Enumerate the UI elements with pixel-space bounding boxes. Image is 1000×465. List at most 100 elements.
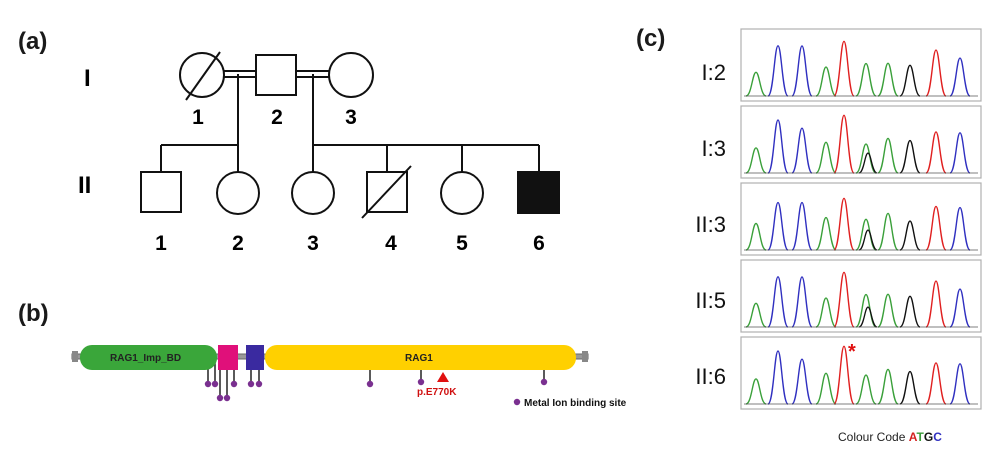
panel-label-a: (a) — [18, 28, 48, 55]
chromatogram-frame — [740, 259, 982, 333]
variant-marker-triangle — [437, 372, 449, 382]
chromatogram-peak — [745, 302, 767, 328]
chromatogram-peak — [949, 206, 971, 251]
chromatogram-frame — [740, 336, 982, 410]
chromatogram-peak — [745, 378, 767, 405]
chromatogram-peak — [899, 220, 921, 251]
pedigree-II6-affected-male — [517, 171, 560, 214]
generation-II-label: II — [78, 172, 91, 199]
chromatogram-panel — [740, 182, 982, 256]
variant-label: p.E770K — [417, 387, 457, 398]
chromatogram-frame — [740, 28, 982, 102]
legend-pin-icon — [513, 398, 521, 406]
chromatogram-frame — [740, 182, 982, 256]
chromatogram-secondary-peak — [858, 306, 878, 328]
chromatogram-peak — [767, 201, 789, 251]
chromatogram-peak — [877, 137, 899, 174]
pedigree-II2-female — [216, 171, 260, 215]
ind-label-II6: 6 — [533, 232, 545, 255]
pedigree-I1-deceased-slash — [185, 51, 221, 101]
chromatogram-panel — [740, 336, 982, 410]
chromatogram-peak — [791, 127, 813, 174]
chromatogram-peak — [855, 374, 877, 405]
chromatogram-peak — [815, 297, 837, 328]
pedigree-II5-female — [440, 171, 484, 215]
chromatogram-peak — [949, 363, 971, 405]
chromatogram-peak — [949, 288, 971, 328]
ind-label-II1: 1 — [155, 232, 167, 255]
mutation-asterisk: * — [848, 341, 856, 363]
chromatogram-peak — [833, 271, 855, 328]
chromatogram-peak — [899, 139, 921, 174]
chromatogram-peak — [815, 66, 837, 97]
chromatogram-peak — [833, 345, 855, 405]
chromatogram-peak — [767, 350, 789, 405]
chromatogram-peak — [925, 280, 947, 328]
chromatogram-peak — [925, 362, 947, 405]
trace-label-II3: II:3 — [695, 212, 726, 237]
chromatogram-peak — [949, 132, 971, 174]
chromatogram-peak — [815, 372, 837, 405]
colour-code-legend: Colour Code ATGC — [838, 430, 942, 444]
panel-label-b: (b) — [18, 300, 49, 327]
chromatogram-peak — [767, 119, 789, 174]
chromatogram-peak — [833, 114, 855, 174]
chromatogram-peak — [899, 64, 921, 97]
trace-label-II5: II:5 — [695, 288, 726, 313]
domain-rag1 — [265, 345, 576, 370]
chromatogram-peak — [815, 216, 837, 251]
domain-rag1-imp-bd — [80, 345, 217, 370]
chromatogram-peak — [767, 276, 789, 328]
chromatogram-peak — [855, 62, 877, 97]
domain-box-magenta — [218, 345, 238, 370]
chromatogram-peak — [833, 40, 855, 97]
colour-code-A: A — [908, 430, 917, 444]
chromatogram-peak — [745, 222, 767, 251]
ind-label-II3: 3 — [307, 232, 319, 255]
trace-label-II6: II:6 — [695, 364, 726, 389]
chromatogram-peak — [815, 141, 837, 174]
pedigree-I1-deceased-female — [179, 52, 225, 98]
ind-label-II4: 4 — [385, 232, 397, 255]
chromatogram-peak — [855, 143, 877, 174]
pedigree-I3-female — [328, 52, 374, 98]
chromatogram-peak — [833, 197, 855, 251]
pedigree-chart: I II 1 2 3 1 2 3 4 5 6 — [78, 51, 560, 255]
chromatogram-peak — [791, 45, 813, 97]
chromatogram-peak — [877, 368, 899, 405]
chromatogram-secondary-peak — [858, 229, 878, 251]
chromatogram-peak — [745, 71, 767, 97]
colour-code-prefix: Colour Code — [838, 430, 909, 444]
pedigree-II1-male — [140, 171, 182, 213]
pedigree-II4-deceased-slash — [361, 165, 412, 219]
colour-code-T: T — [916, 430, 924, 444]
pedigree-I2-male — [255, 54, 297, 96]
generation-I-label: I — [84, 65, 91, 92]
chromatogram-peak — [925, 49, 947, 97]
pedigree-II3-female — [291, 171, 335, 215]
ind-label-I3: 3 — [345, 106, 357, 129]
chromatogram-peak — [791, 276, 813, 328]
legend-label: Metal Ion binding site — [524, 398, 627, 409]
chromatogram-peak — [877, 62, 899, 97]
chromatogram-peak — [899, 295, 921, 328]
chromatogram-peak — [767, 45, 789, 97]
colour-code-C: C — [933, 430, 942, 444]
ind-label-I2: 2 — [271, 106, 283, 129]
domain-rag1-label: RAG1 — [405, 353, 433, 364]
chromatogram-peak — [949, 57, 971, 97]
colour-code-G: G — [923, 430, 934, 444]
panel-label-c: (c) — [636, 25, 666, 52]
trace-label-I2: I:2 — [701, 60, 726, 85]
ind-label-II2: 2 — [232, 232, 244, 255]
chromatogram-panel — [740, 105, 982, 179]
ind-label-II5: 5 — [456, 232, 468, 255]
chromatogram-peak — [877, 212, 899, 251]
chromatogram-traces: * — [740, 28, 982, 410]
chromatogram-peak — [877, 293, 899, 328]
chromatogram-peak — [899, 370, 921, 405]
chromatogram-peak — [791, 358, 813, 405]
domain-box-purple — [246, 345, 264, 370]
domain-rag1-imp-bd-label: RAG1_Imp_BD — [110, 353, 181, 364]
